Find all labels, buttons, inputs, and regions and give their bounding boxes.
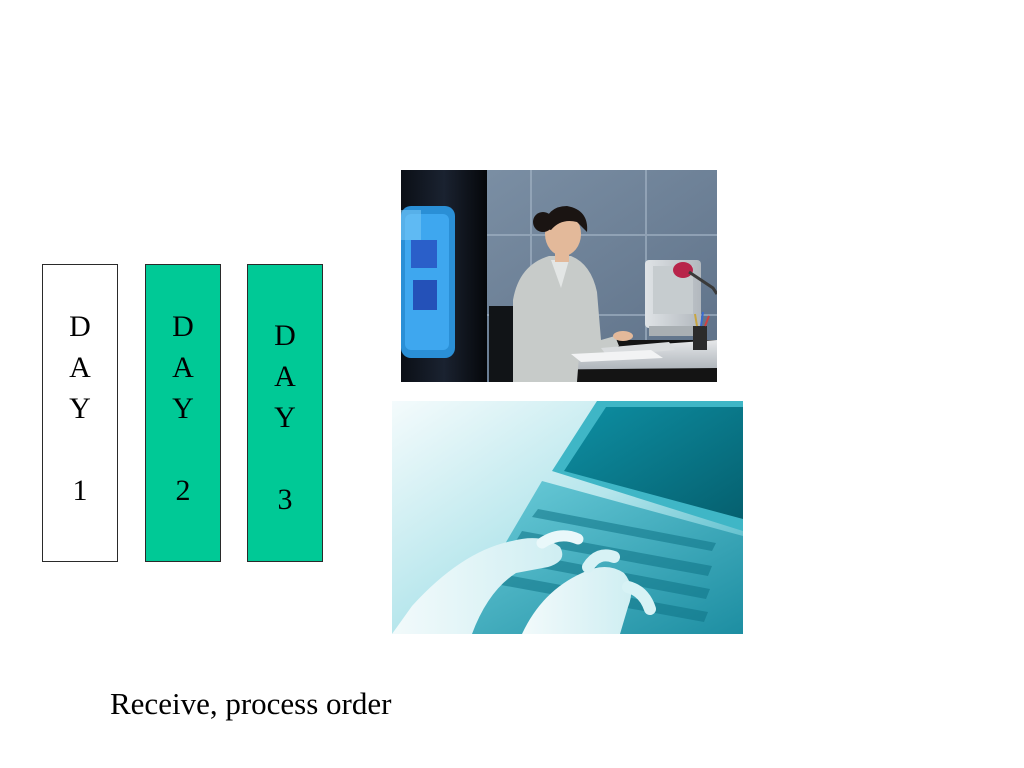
- day-2-box: D A Y 2: [145, 264, 221, 562]
- office-worker-illustration: [401, 170, 717, 382]
- day-2-number: 2: [175, 474, 191, 507]
- office-worker-photo: [401, 170, 717, 382]
- day-2-label: D A Y 2: [146, 306, 220, 511]
- day-1-number: 1: [72, 474, 88, 507]
- day-3-box: D A Y 3: [247, 264, 323, 562]
- laptop-typing-photo: [392, 401, 743, 634]
- day-3-label: D A Y 3: [248, 315, 322, 520]
- day-1-box: D A Y 1: [42, 264, 118, 562]
- caption-text: Receive, process order: [110, 686, 392, 721]
- day-3-number: 3: [277, 483, 293, 516]
- day-1-label: D A Y 1: [43, 306, 117, 511]
- laptop-typing-illustration: [392, 401, 743, 634]
